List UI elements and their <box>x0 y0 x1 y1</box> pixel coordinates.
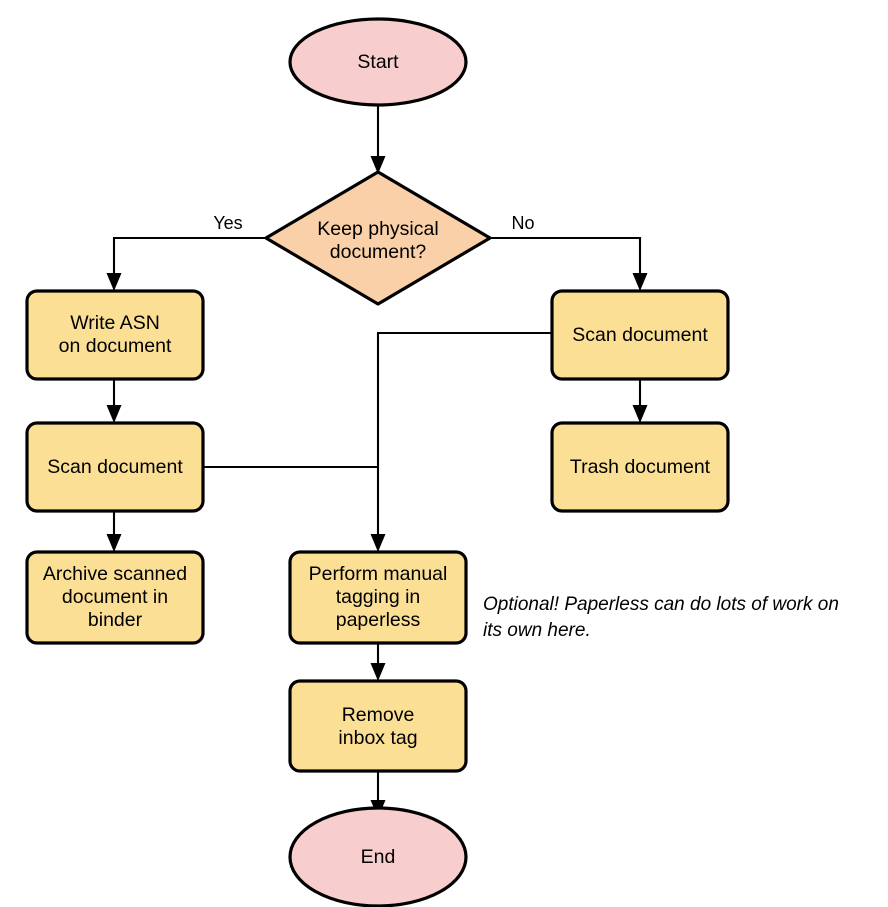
node-trash-document[interactable]: Trash document <box>550 421 730 513</box>
node-scan-document-left[interactable]: Scan document <box>25 421 205 513</box>
edge-decision-yes-to-write-asn <box>106 236 266 291</box>
trash-label: Trash document <box>570 456 711 478</box>
annotation-optional-note: Optional! Paperless can do lots of work … <box>483 594 839 641</box>
remove-inbox-label-line2: inbox tag <box>338 727 417 749</box>
archive-label-line2: document in <box>62 586 168 608</box>
end-label: End <box>361 846 396 868</box>
node-end[interactable]: End <box>288 806 468 907</box>
start-label: Start <box>357 51 399 73</box>
write-asn-rect-shape <box>25 289 205 381</box>
archive-label-line3: binder <box>88 609 143 631</box>
node-scan-document-right[interactable]: Scan document <box>550 289 730 381</box>
node-keep-physical-document-decision[interactable]: Keep physical document? <box>264 170 492 306</box>
decision-label-line1: Keep physical <box>317 218 438 240</box>
remove-inbox-rect-shape <box>288 679 468 773</box>
node-perform-manual-tagging[interactable]: Perform manual tagging in paperless <box>288 550 468 645</box>
optional-note-line1: Optional! Paperless can do lots of work … <box>483 594 839 615</box>
node-remove-inbox-tag[interactable]: Remove inbox tag <box>288 679 468 773</box>
scan-left-label: Scan document <box>47 456 183 478</box>
edge-decision-no-to-scan-right <box>490 236 648 291</box>
manual-tagging-label-line3: paperless <box>336 609 421 631</box>
archive-label-line1: Archive scanned <box>43 563 187 585</box>
edge-scan-right-to-manual-tagging <box>370 331 552 552</box>
scan-left-rect-shape <box>25 421 205 513</box>
edge-label-no: No <box>511 213 534 233</box>
edge-start-to-decision <box>370 104 386 174</box>
decision-diamond-shape <box>264 170 492 306</box>
scan-right-label: Scan document <box>572 324 708 346</box>
optional-note-line2: its own here. <box>483 620 591 641</box>
edge-label-yes: Yes <box>213 213 242 233</box>
edge-manual-tagging-to-remove-inbox <box>370 643 386 681</box>
write-asn-label-line2: on document <box>59 335 172 357</box>
edge-scan-right-to-trash <box>632 379 648 423</box>
remove-inbox-label-line1: Remove <box>342 704 415 726</box>
trash-rect-shape <box>550 421 730 513</box>
edge-scan-left-to-archive <box>106 511 122 552</box>
manual-tagging-rect-shape <box>288 550 468 645</box>
archive-rect-shape <box>25 550 205 645</box>
decision-label-line2: document? <box>330 241 427 263</box>
node-start[interactable]: Start <box>288 17 468 107</box>
node-write-asn-on-document[interactable]: Write ASN on document <box>25 289 205 381</box>
end-ellipse-shape <box>288 806 468 907</box>
manual-tagging-label-line2: tagging in <box>336 586 421 608</box>
node-archive-scanned-document[interactable]: Archive scanned document in binder <box>25 550 205 645</box>
write-asn-label-line1: Write ASN <box>70 312 160 334</box>
scan-right-rect-shape <box>550 289 730 381</box>
start-ellipse-shape <box>288 17 468 107</box>
edge-write-asn-to-scan-left <box>106 379 122 423</box>
manual-tagging-label-line1: Perform manual <box>309 563 448 585</box>
